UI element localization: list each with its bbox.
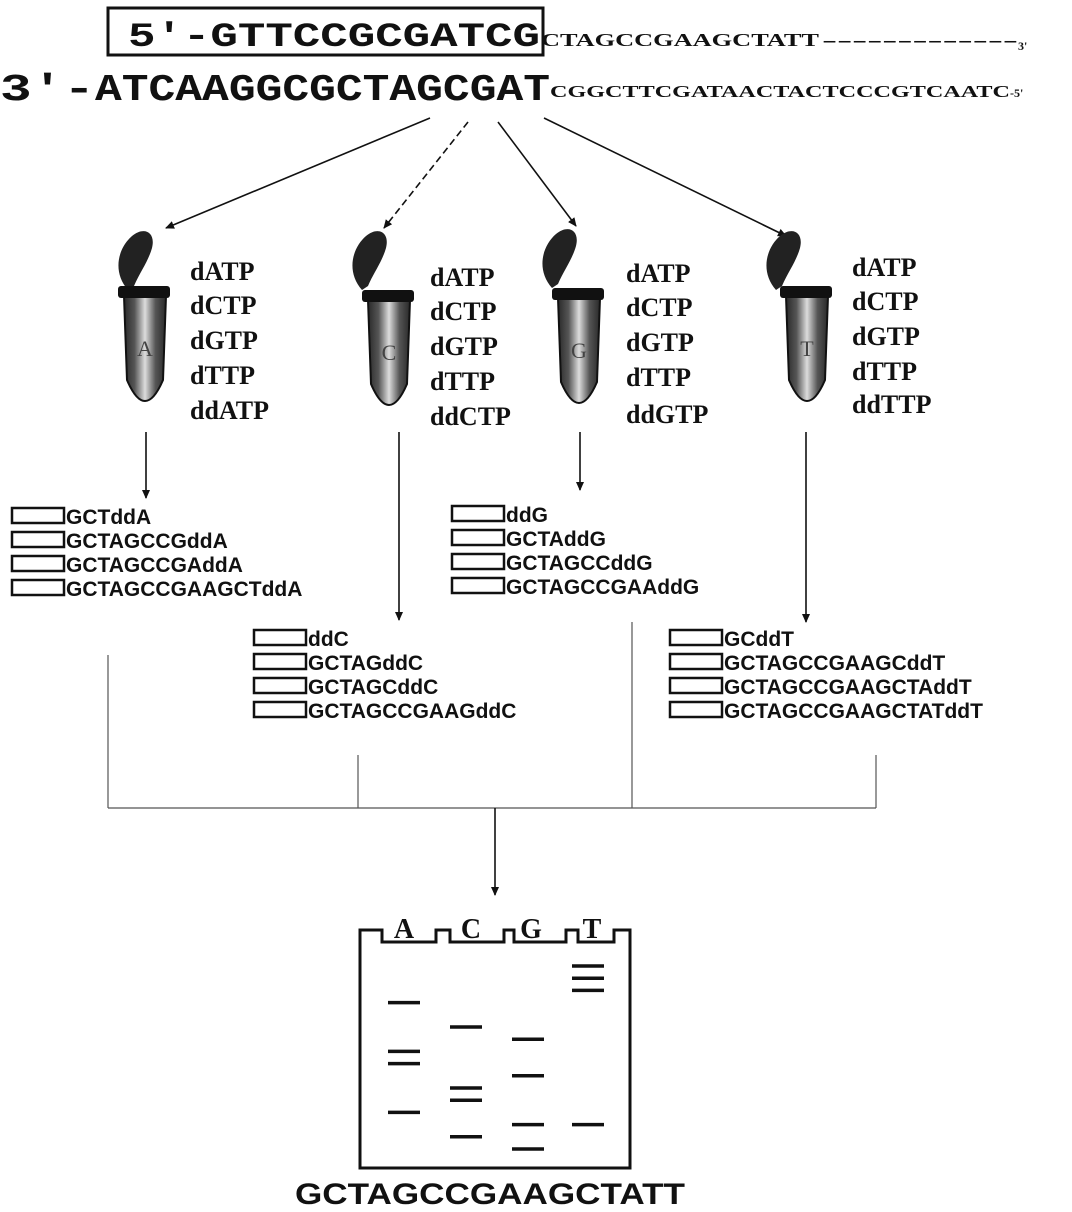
reagent-g-datp: dATP: [626, 259, 691, 288]
reagent-g-dttp: dTTP: [626, 363, 691, 392]
tube-t-icon: T: [766, 231, 832, 402]
bottom-strand-large: ATCAAGGCGCTAGCGAT: [95, 69, 550, 112]
primer-box-t-4: [668, 700, 724, 719]
primer-box-g-3: [450, 552, 506, 571]
reagent-a-dctp: dCTP: [190, 291, 257, 320]
reagent-g-dd: ddGTP: [626, 400, 708, 429]
top-strand-3prime: 3': [1018, 39, 1027, 53]
gel-lane-g-label: G: [520, 914, 542, 945]
fragment-a-1: GCTddA: [66, 506, 151, 529]
reagent-t-datp: dATP: [852, 253, 917, 282]
reagent-c-dctp: dCTP: [430, 297, 497, 326]
fragment-g-1: ddG: [506, 504, 548, 527]
reagent-t-dgtp: dGTP: [852, 322, 920, 351]
fragment-g-3: GCTAGCCddG: [506, 552, 653, 575]
primer-box-a-1: [10, 506, 66, 525]
fragment-g-4: GCTAGCCGAAddG: [506, 576, 699, 599]
fragment-c-4: GCTAGCCGAAGddC: [308, 700, 516, 723]
primer-box-a-2: [10, 530, 66, 549]
tube-t-letter: T: [800, 336, 814, 361]
arrow-to-tube-c: [383, 121, 469, 229]
primer-box-g-1: [450, 504, 506, 523]
fragment-a-4: GCTAGCCGAAGCTddA: [66, 578, 302, 601]
reagent-g-dgtp: dGTP: [626, 328, 694, 357]
primer-box-c-1: [252, 628, 308, 647]
primer-box-a-4: [10, 578, 66, 597]
reagent-a-datp: dATP: [190, 257, 255, 286]
fragment-g-2: GCTAddG: [506, 528, 606, 551]
reagent-g-dctp: dCTP: [626, 293, 693, 322]
reagent-t-dttp: dTTP: [852, 357, 917, 386]
reagent-c-dgtp: dGTP: [430, 332, 498, 361]
primer-box: [106, 6, 545, 57]
reagent-a-dgtp: dGTP: [190, 326, 258, 355]
tube-a-icon: A: [118, 231, 170, 402]
primer-box-t-1: [668, 628, 724, 647]
branch-arrows: [165, 117, 787, 237]
fragment-t-2: GCTAGCCGAAGCddT: [724, 652, 945, 675]
arrow-to-tube-t: [543, 117, 787, 237]
fragment-c-3: GCTAGCddC: [308, 676, 438, 699]
tube-g-icon: G: [542, 229, 604, 404]
gel-lane-a-label: A: [394, 914, 415, 945]
primer-box-g-2: [450, 528, 506, 547]
fragment-t-4: GCTAGCCGAAGCTATddT: [724, 700, 983, 723]
reagent-a-dttp: dTTP: [190, 361, 255, 390]
reagent-c-datp: dATP: [430, 263, 495, 292]
gel-lane-t-label: T: [583, 914, 602, 945]
reaction-a: A dATP dCTP dGTP dTTP ddATP GCTddA GCTAG…: [10, 231, 302, 601]
top-strand-extension: CTAGCCGAAGCTATT: [541, 30, 819, 50]
merge-connector: [107, 622, 877, 896]
arrow-to-tube-a: [165, 117, 431, 229]
primer-box-c-4: [252, 700, 308, 719]
reagent-c-dttp: dTTP: [430, 367, 495, 396]
sequencing-gel: A C G T: [358, 914, 632, 1170]
reagent-c-dd: ddCTP: [430, 402, 511, 431]
reaction-g: G dATP dCTP dGTP dTTP ddGTP ddG GCTAddG …: [450, 229, 708, 599]
primer-box-g-4: [450, 576, 506, 595]
reaction-c: C dATP dCTP dGTP dTTP ddCTP ddC GCTAGddC…: [252, 231, 516, 723]
bottom-strand-3prime-label: 3'-: [0, 69, 95, 112]
fragment-c-1: ddC: [308, 628, 349, 651]
template-dna: 5'-GTTCCGCGATCG CTAGCCGAAGCTATT --------…: [0, 6, 1027, 112]
tube-a-letter: A: [137, 336, 153, 361]
reaction-t: T dATP dCTP dGTP dTTP ddTTP GCddT GCTAGC…: [668, 231, 983, 723]
fragment-t-3: GCTAGCCGAAGCTAddT: [724, 676, 972, 699]
fragment-c-2: GCTAGddC: [308, 652, 423, 675]
gel-outline: [358, 928, 632, 1170]
primer-box-a-3: [10, 554, 66, 573]
tube-c-icon: C: [352, 231, 414, 406]
result-sequence: GCTAGCCGAAGCTATT: [295, 1178, 685, 1211]
bottom-strand-5prime-label: -5': [1010, 86, 1023, 100]
primer-box-t-2: [668, 652, 724, 671]
fragment-t-1: GCddT: [724, 628, 794, 651]
fragment-a-2: GCTAGCCGddA: [66, 530, 228, 553]
arrow-to-tube-g: [497, 121, 577, 227]
top-strand-dashes: -------------: [822, 30, 1018, 50]
reagent-t-dd: ddTTP: [852, 390, 932, 419]
reagent-t-dctp: dCTP: [852, 287, 919, 316]
primer-box-c-3: [252, 676, 308, 695]
primer-box-c-2: [252, 652, 308, 671]
gel-bands: [388, 964, 604, 1151]
bottom-strand-small: CGGCTTCGATAACTACTCCCGTCAATC: [550, 82, 1010, 101]
gel-lane-c-label: C: [461, 914, 481, 945]
primer-box-t-3: [668, 676, 724, 695]
reagent-a-dd: ddATP: [190, 396, 269, 425]
tube-g-letter: G: [571, 338, 587, 363]
top-strand-primer: 5'-GTTCCGCGATCG: [128, 19, 540, 57]
fragment-a-3: GCTAGCCGAddA: [66, 554, 243, 577]
tube-c-letter: C: [382, 340, 397, 365]
